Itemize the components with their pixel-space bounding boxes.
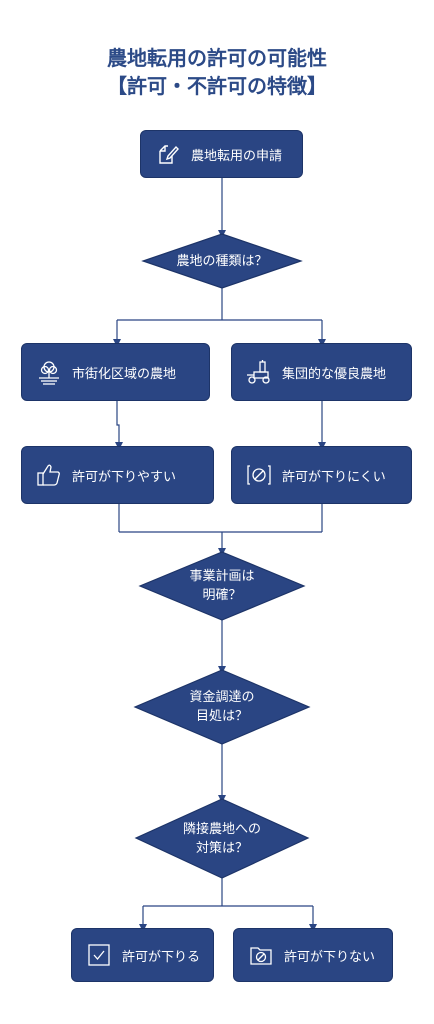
- node-application: 農地転用の申請: [140, 130, 303, 178]
- decision-business-plan-line-1: 事業計画は: [189, 569, 255, 584]
- decision-neighbors-line-2: 対策は？: [195, 841, 248, 856]
- decision-neighbors-label: 隣接農地への 対策は？: [136, 820, 308, 858]
- checkbox-icon: [86, 942, 112, 968]
- decision-farmland-type-label: 農地の種類は？: [176, 254, 268, 269]
- decision-business-plan-line-2: 明確？: [202, 588, 242, 603]
- node-prime-farmland: 集団的な優良農地: [231, 343, 412, 401]
- edit-document-icon: [155, 141, 181, 167]
- tractor-icon: [246, 359, 272, 385]
- prohibited-icon: [246, 462, 272, 488]
- node-urbanization-area-label: 市街化区域の農地: [72, 366, 177, 382]
- decision-farmland-type-shape: [141, 233, 303, 289]
- decision-funding-line-1: 資金調達の: [189, 690, 255, 705]
- prohibited-folder-icon: [248, 942, 274, 968]
- node-prime-farmland-label: 集団的な優良農地: [282, 366, 387, 382]
- thumbs-up-icon: [36, 462, 62, 488]
- node-application-label: 農地転用の申請: [191, 148, 283, 164]
- node-approved: 許可が下りる: [71, 928, 214, 982]
- page-title-line-1: 農地転用の許可の可能性: [107, 46, 327, 70]
- tree-field-icon: [36, 359, 62, 385]
- connector-urbanization-to-easy: [115, 401, 123, 450]
- node-hard-permit-label: 許可が下りにくい: [282, 469, 386, 485]
- node-easy-permit: 許可が下りやすい: [21, 446, 214, 504]
- decision-funding-line-2: 目処は？: [195, 709, 248, 724]
- node-denied-label: 許可が下りない: [284, 949, 376, 965]
- page-title-line-2: 【許可・不許可の特徴】: [107, 74, 327, 98]
- decision-business-plan-shape: [138, 551, 306, 621]
- node-urbanization-area: 市街化区域の農地: [21, 343, 210, 401]
- node-denied: 許可が下りない: [233, 928, 393, 982]
- decision-funding-label: 資金調達の 目処は？: [135, 688, 309, 726]
- node-easy-permit-label: 許可が下りやすい: [72, 469, 177, 485]
- node-hard-permit: 許可が下りにくい: [231, 446, 412, 504]
- decision-neighbors-line-1: 隣接農地への: [182, 822, 261, 837]
- decision-business-plan-label: 事業計画は 明確？: [140, 567, 304, 605]
- decision-funding-shape: [133, 669, 311, 745]
- node-approved-label: 許可が下りる: [122, 949, 201, 965]
- decision-neighbors-shape: [134, 798, 310, 879]
